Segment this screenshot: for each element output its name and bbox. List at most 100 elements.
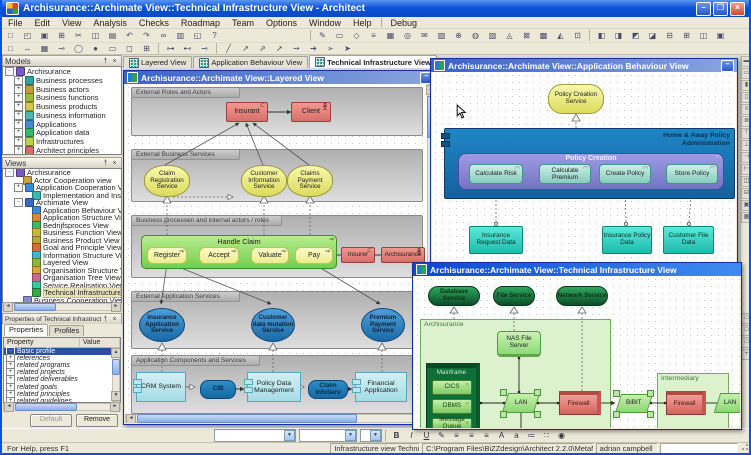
shape-accept[interactable]: Accept⇒ — [199, 247, 239, 264]
shape-firewall-2[interactable]: Firewall — [666, 391, 706, 415]
technical-window-titlebar[interactable]: Archisurance::Archimate View::Technical … — [413, 263, 741, 276]
split-button[interactable]: ◫ — [699, 30, 708, 40]
tab-properties[interactable]: Properties — [4, 324, 49, 336]
shape-valuate[interactable]: Valuate⇒ — [251, 247, 289, 264]
shape-mainframe[interactable]: Mainframe — [426, 363, 480, 428]
tree-item[interactable]: - Archisurance — [3, 67, 121, 76]
target-tool[interactable]: ◎ — [404, 30, 411, 40]
save-button[interactable]: ▣ — [40, 30, 49, 40]
align-h-button[interactable]: ▭ — [741, 68, 749, 79]
layered-view-window[interactable]: Archisurance::Archimate View::Layered Vi… — [123, 70, 437, 425]
align-left-edge-button[interactable]: ▬ — [741, 56, 749, 67]
ellipse-button[interactable]: ◯ — [74, 43, 83, 53]
scrollbar-thumb[interactable] — [137, 414, 357, 423]
tree-item[interactable]: + Business actors — [3, 84, 121, 94]
align-bottom-button[interactable]: ⊥ — [741, 140, 749, 151]
shape-customer-data-mutation-service[interactable]: Customer data mutation Service — [251, 308, 295, 342]
expander-icon[interactable]: + — [14, 84, 23, 94]
expander-icon[interactable]: + — [14, 119, 23, 129]
trigger-tool[interactable]: ➢ — [327, 43, 334, 53]
close-icon[interactable]: × — [112, 58, 117, 65]
pan-button[interactable]: + — [741, 349, 749, 360]
layout-corner-button[interactable]: ◪ — [648, 30, 657, 40]
tree-item[interactable]: - Archisurance — [3, 169, 121, 178]
menu-item[interactable]: Roadmap — [180, 17, 220, 28]
title-bar[interactable]: Archisurance::Archimate View::Technical … — [2, 0, 749, 17]
selection-handle[interactable] — [613, 390, 620, 397]
shape-insurant[interactable]: Insurant⊂ — [226, 102, 268, 122]
flow-tool[interactable]: ➙ — [293, 43, 300, 53]
property-row[interactable]: + references — [4, 354, 120, 364]
minimize-button[interactable]: – — [696, 1, 711, 16]
connector-start-tool[interactable]: ⊶ — [166, 43, 175, 53]
paste-button[interactable]: ▤ — [108, 30, 117, 40]
shape-claims-payment-service[interactable]: Claims Payment Service — [287, 165, 333, 197]
shape-insurance-application-service[interactable]: Insurance Application Service — [139, 308, 185, 342]
property-row[interactable]: + related principles — [4, 389, 120, 399]
tree-item[interactable]: + Business information — [3, 110, 121, 120]
tree-item[interactable]: + Architect principles — [3, 146, 121, 154]
tree-item[interactable]: + Applications — [3, 119, 121, 129]
menu-item[interactable]: Window — [309, 17, 342, 28]
maximize-button[interactable]: ❐ — [713, 1, 728, 16]
shape-claim-infoserv[interactable]: Claim InfoServ — [308, 380, 348, 399]
save-all-button[interactable]: ⊞ — [58, 30, 65, 40]
menu-item[interactable]: Team — [231, 17, 254, 28]
distribute-v-button[interactable]: ≣ — [741, 116, 749, 127]
cut-button[interactable]: ✂ — [75, 30, 82, 40]
scroll-left-icon[interactable]: ◄ — [3, 302, 13, 312]
align-right-button[interactable]: ≡ — [484, 431, 489, 440]
print-preview-button[interactable]: ◱ — [193, 30, 202, 40]
shape-insurance-request-data[interactable]: Insurance Request Data — [469, 226, 523, 254]
line-tool[interactable]: ╱ — [226, 43, 231, 53]
menu-item[interactable]: File — [8, 17, 23, 28]
shape-create-policy[interactable]: Create Policy◠ — [599, 164, 651, 184]
expander-icon[interactable]: - — [5, 169, 14, 178]
views-horizontal-scrollbar[interactable]: ◄ ► — [2, 302, 122, 312]
tab-profiles[interactable]: Profiles — [49, 325, 85, 336]
selection-handle[interactable] — [647, 411, 654, 418]
layered-window-titlebar[interactable]: Archisurance::Archimate View::Layered Vi… — [124, 71, 436, 84]
curve-arrow-tool[interactable]: ➚ — [276, 43, 283, 53]
add-tool[interactable]: ⊕ — [455, 30, 462, 40]
dot-box-tool[interactable]: ⊡ — [574, 30, 581, 40]
tri2-tool[interactable]: ◭ — [557, 30, 564, 40]
layout-right-button[interactable]: ◨ — [614, 30, 623, 40]
layered-horizontal-scrollbar[interactable]: ◄ ► — [125, 413, 427, 423]
shape-claim-registration-service[interactable]: Claim Registration Service — [144, 165, 190, 197]
tree-item[interactable]: Implementation and Installation V — [3, 190, 121, 200]
shape-firewall-1[interactable]: Firewall — [559, 391, 601, 415]
align-top-button[interactable]: ⊤ — [741, 128, 749, 139]
align-right-edge-button[interactable]: ▯ — [741, 92, 749, 103]
property-row[interactable]: + related programs — [4, 361, 120, 371]
status-input[interactable] — [660, 442, 739, 453]
layout-left-button[interactable]: ◧ — [597, 30, 606, 40]
find-button[interactable]: ∞ — [160, 30, 167, 40]
shape-message-queue[interactable]: Message Queue○ — [432, 416, 472, 428]
shape-cics[interactable]: CICS○ — [432, 380, 472, 395]
technical-canvas[interactable]: Archisurance Intermediary — [414, 276, 740, 428]
frame-button[interactable]: ◻ — [126, 43, 133, 53]
print-button[interactable]: ▥ — [176, 30, 185, 40]
shape-archisurance[interactable]: Archisurance — [381, 247, 425, 263]
resize-grip[interactable] — [739, 443, 749, 453]
bullet-list-button[interactable]: ∷ — [543, 431, 550, 440]
menu-item[interactable]: Analysis — [93, 17, 127, 28]
shape-database-service[interactable]: Database Service — [428, 286, 480, 306]
copy-button[interactable]: ◫ — [91, 30, 100, 40]
pin-icon[interactable]: † — [103, 58, 108, 65]
chevron-down-icon[interactable]: ▼ — [345, 430, 356, 441]
properties-vertical-scrollbar[interactable]: ▲ ▼ — [111, 347, 120, 402]
underline-button[interactable]: U — [423, 431, 430, 440]
property-row[interactable]: - Basic profile — [4, 347, 120, 357]
expander-icon[interactable]: + — [14, 110, 23, 120]
expand-button[interactable]: ⊞ — [683, 30, 690, 40]
scroll-left-icon[interactable]: ◄ — [4, 402, 14, 412]
resize-button[interactable]: ↔ — [23, 43, 32, 53]
selection-handle[interactable] — [613, 411, 620, 418]
font-family-select[interactable]: ▼ — [214, 429, 296, 442]
property-row[interactable]: + related goals — [4, 382, 120, 392]
tree-item[interactable]: + Application Cooperation View — [3, 183, 121, 193]
undo-button[interactable]: ↶ — [126, 30, 133, 40]
highlight-button[interactable]: ✎ — [438, 431, 445, 440]
